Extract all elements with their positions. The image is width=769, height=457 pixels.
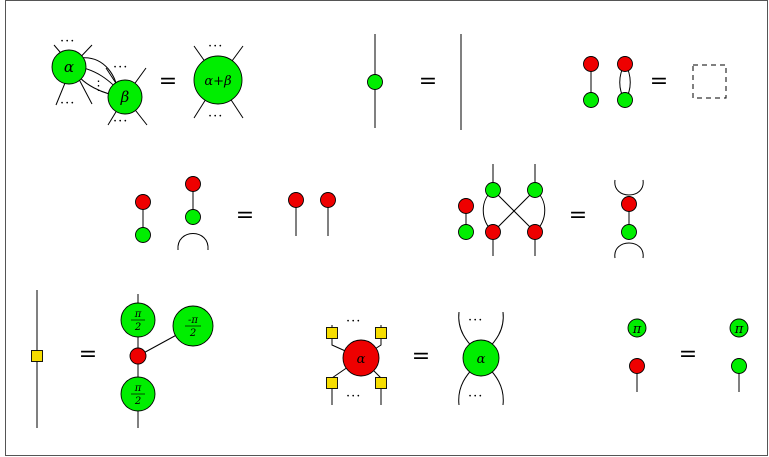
spider-label-alpha: α [357, 352, 366, 367]
green-spider [485, 182, 501, 198]
empty-diagram-box [692, 64, 727, 99]
rule-spider-fusion: ··· ··· ··· ··· ⋮ α β = ··· ··· α+β [51, 34, 244, 129]
spider-label-alpha: α [64, 58, 74, 76]
hadamard-box [326, 377, 338, 389]
equals-sign: = [79, 342, 97, 367]
red-spider [485, 224, 501, 240]
red-spider [135, 194, 151, 210]
red-spider [185, 176, 201, 192]
green-spider [617, 92, 633, 108]
green-spider [621, 224, 637, 240]
dots-label: ··· [346, 314, 361, 329]
green-spider-alpha [51, 49, 87, 85]
dots-label: ··· [208, 109, 223, 124]
spider-label-pi: π [734, 322, 744, 337]
spider-label-alpha-plus-beta: α+β [204, 74, 231, 89]
equals-sign: = [650, 69, 668, 94]
green-spider [135, 227, 151, 243]
equals-sign: = [679, 342, 697, 367]
spider-label-beta: β [120, 88, 130, 106]
equals-sign: = [419, 69, 437, 94]
green-spider-alpha [462, 339, 500, 377]
dots-label: ··· [468, 389, 483, 404]
equals-sign: = [159, 69, 177, 94]
red-spider [320, 192, 336, 208]
green-spider-beta [107, 79, 143, 115]
spider-label-pi: π [632, 322, 642, 337]
red-spider [583, 56, 599, 72]
hadamard-box [375, 327, 387, 339]
equals-sign: = [412, 344, 430, 369]
green-spider-pi [627, 318, 647, 338]
green-spider [185, 209, 201, 225]
rule-copy: = [135, 176, 336, 251]
rule-pi-copy: π = π [627, 318, 749, 392]
phase-numerator: π [134, 383, 142, 394]
green-spider [527, 182, 543, 198]
red-spider-alpha [342, 339, 380, 377]
red-spider [621, 196, 637, 212]
rule-identity-removal: = [367, 34, 462, 130]
green-spider [731, 358, 747, 374]
rule-colour-change: ··· ··· α = ··· ··· α [326, 311, 504, 406]
dots-label: ⋮ [92, 79, 106, 94]
green-spider-alpha-plus-beta [193, 55, 243, 105]
phase-denominator: 2 [134, 396, 141, 407]
dots-label: ··· [346, 389, 361, 404]
dots-label: ··· [113, 114, 128, 129]
red-spider [129, 347, 147, 365]
equals-sign: = [236, 203, 254, 228]
dots-label: ··· [208, 39, 223, 54]
hadamard-box [326, 327, 338, 339]
hadamard-box [31, 350, 43, 362]
spider-label-alpha: α [477, 352, 486, 367]
dots-label: ··· [113, 60, 128, 75]
rule-hadamard-euler: = π 2 -π 2 π 2 [31, 290, 214, 428]
rule-bialgebra: = [458, 164, 644, 259]
red-spider [617, 56, 633, 72]
phase-denominator: 2 [189, 328, 196, 339]
dots-label: ··· [60, 34, 75, 49]
rule-bialgebra-scalar: = [583, 56, 727, 108]
phase-numerator: π [134, 309, 142, 320]
green-spider-pi [729, 318, 749, 338]
equals-sign: = [569, 203, 587, 228]
green-spider [583, 92, 599, 108]
dots-label: ··· [468, 313, 483, 328]
phase-numerator: -π [188, 315, 198, 326]
green-spider-phaseless [367, 74, 383, 90]
red-spider [629, 358, 645, 374]
red-spider [288, 192, 304, 208]
dots-label: ··· [60, 96, 75, 111]
hadamard-box [375, 377, 387, 389]
green-spider [458, 224, 474, 240]
red-spider [458, 198, 474, 214]
phase-denominator: 2 [134, 322, 141, 333]
diagram-frame [5, 0, 768, 456]
red-spider [527, 224, 543, 240]
